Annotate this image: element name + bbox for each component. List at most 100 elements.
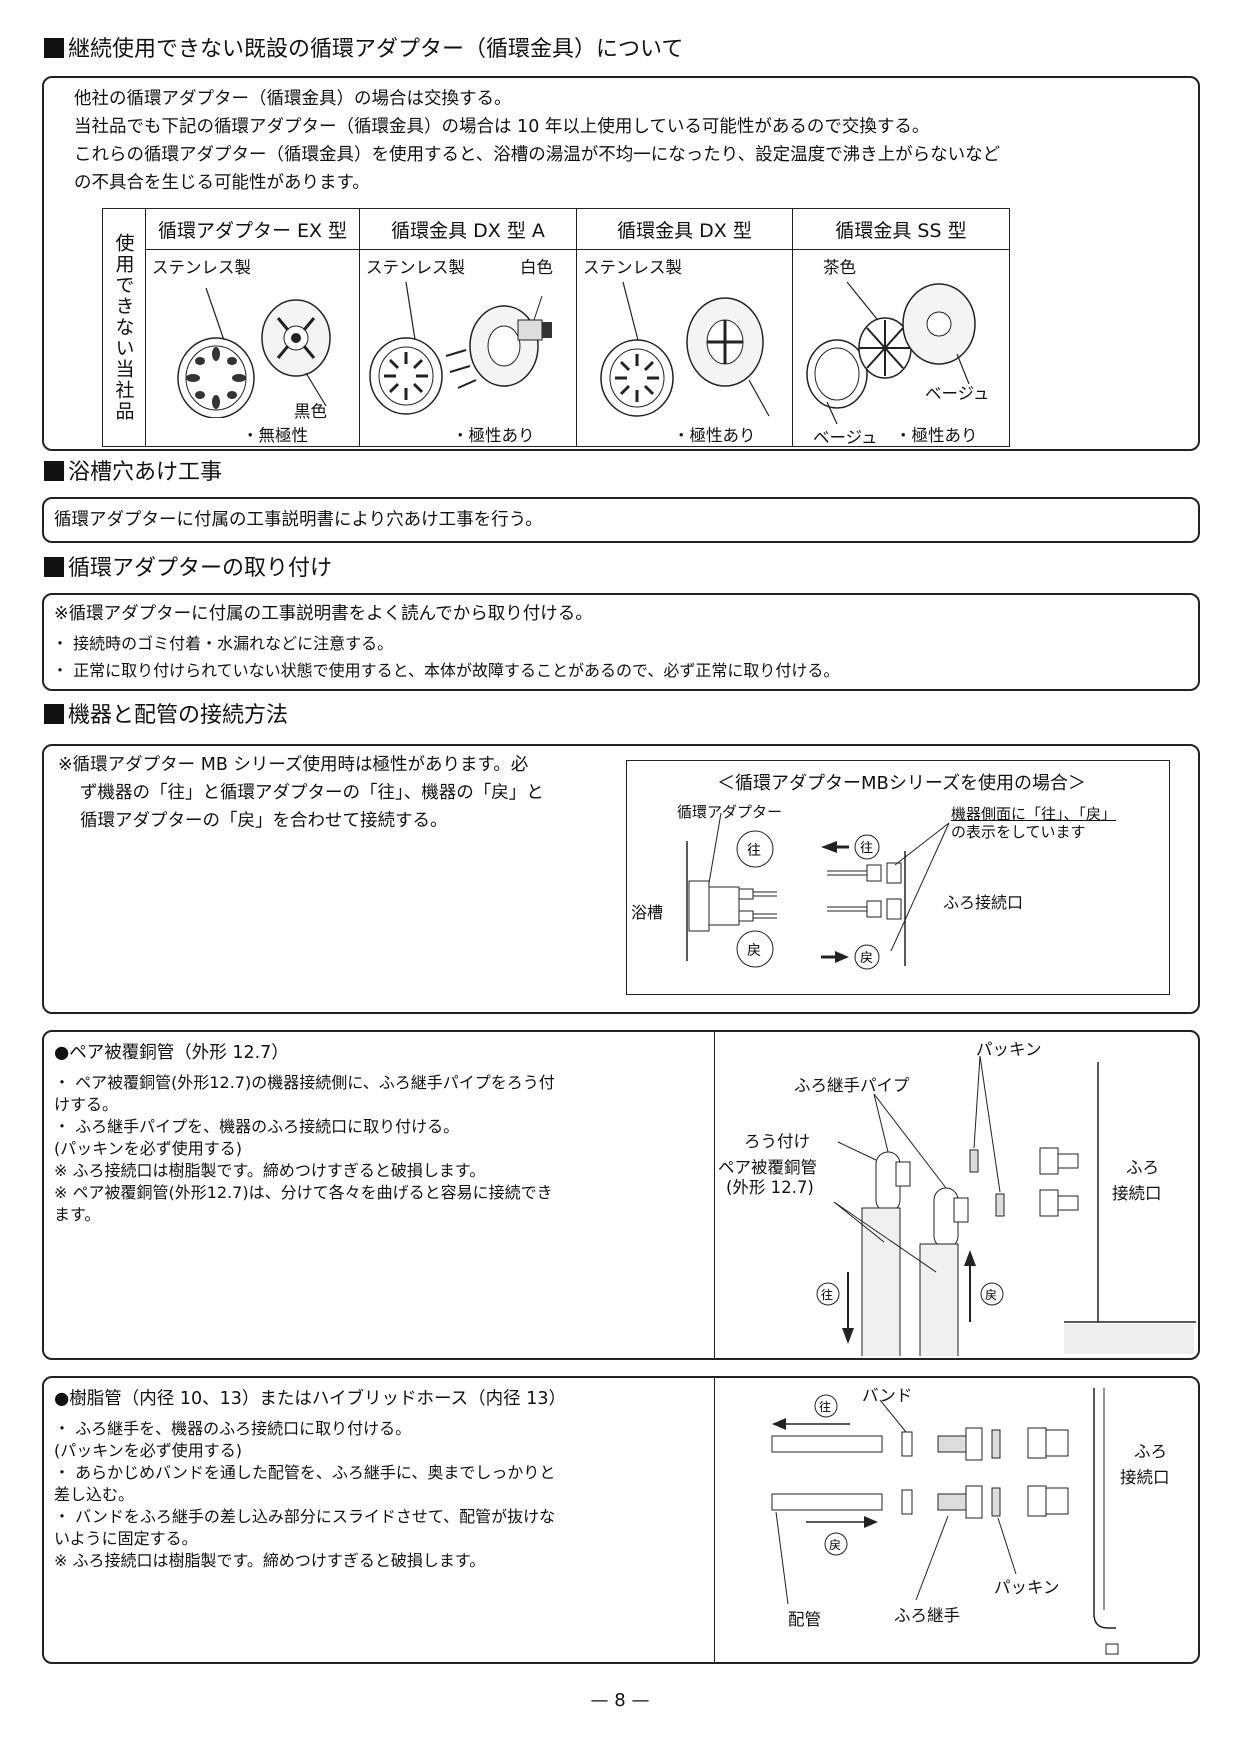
resin-pipe-diagram: バンド ふろ 接続口 パッキン 配管 ふろ継手 往 戻 — [716, 1378, 1198, 1662]
col-header-ss: 循環金具 SS 型 — [792, 208, 1010, 250]
mb-diagram-title: ＜循環アダプターMBシリーズを使用の場合＞ — [717, 773, 1086, 794]
color-label: 黒色 — [294, 402, 327, 421]
port-label: ふろ接続口 — [943, 893, 1024, 912]
dxa-adapter-illustration — [369, 281, 552, 415]
band-label: バンド — [862, 1386, 913, 1405]
square-bullet-icon — [44, 461, 64, 481]
mb-note-line-3: 循環アダプターの「戻」を合わせて接続する。 — [80, 811, 448, 831]
col-header-ex: 循環アダプター EX 型 — [145, 208, 360, 250]
port-label-2: 接続口 — [1112, 1184, 1162, 1203]
adapter-label: 循環アダプター — [677, 803, 783, 821]
resin-line-3: ・ あらかじめバンドを通した配管を、ふろ継手に、奥までしっかりと — [54, 1463, 556, 1482]
row-label: 使用できない当社品 — [102, 208, 146, 447]
color-label-beige-1: ベージュ — [925, 384, 990, 403]
port-label-1: ふろ — [1134, 1442, 1167, 1461]
svg-text:戻: 戻 — [829, 1538, 841, 1552]
col-header-dxa: 循環金具 DX 型 A — [359, 208, 577, 250]
brazing-label: ろう付け — [744, 1132, 810, 1151]
svg-text:戻: 戻 — [860, 951, 873, 966]
pipe-label-2: (外形 12.7) — [726, 1178, 814, 1197]
material-label: ステンレス製 — [583, 258, 682, 277]
material-label: ステンレス製 — [366, 258, 465, 277]
mb-connection-drawing: 往 戻 往 戻 — [686, 812, 950, 970]
joint-label: ふろ継手 — [894, 1606, 960, 1625]
square-bullet-icon — [44, 704, 64, 724]
copper-line-2: けする。 — [54, 1095, 119, 1114]
pipe-label-1: ペア被覆銅管 — [718, 1158, 817, 1177]
unusable-parts-table: 使用できない当社品 循環アダプター EX 型 循環金具 DX 型 A 循環金具 … — [102, 208, 1010, 447]
color-label-beige-2: ベージュ — [813, 428, 878, 447]
resin-line-5: ・ バンドをふろ継手の差し込み部分にスライドさせて、配管が抜けな — [54, 1507, 556, 1526]
col-header-dx: 循環金具 DX 型 — [576, 208, 793, 250]
resin-line-6: いように固定する。 — [54, 1529, 198, 1548]
tub-label: 浴槽 — [631, 903, 664, 922]
part-cell-ex: ステンレス製 黒色 — [145, 249, 360, 447]
copper-line-3: ・ ふろ継手パイプを、機器のふろ接続口に取り付ける。 — [54, 1117, 460, 1136]
resin-pipe-title: ●樹脂管（内径 10、13）またはハイブリッドホース（内径 13） — [54, 1389, 566, 1409]
ss-adapter-illustration — [806, 281, 976, 424]
polarity-label: ・極性あり — [673, 426, 756, 445]
section-heading-drilling: 浴槽穴あけ工事 — [44, 459, 222, 487]
section-heading-connection: 機器と配管の接続方法 — [44, 702, 288, 730]
resin-pipe-box: ●樹脂管（内径 10、13）またはハイブリッドホース（内径 13） ・ ふろ継手… — [42, 1376, 1200, 1664]
part-cell-dx: ステンレス製 ・極性あり — [576, 249, 793, 447]
mb-diagram: ＜循環アダプターMBシリーズを使用の場合＞ 循環アダプター 機器側面に「往」、「… — [626, 760, 1170, 995]
color-label-brown: 茶色 — [823, 258, 856, 277]
connection-box: ※循環アダプター MB シリーズ使用時は極性があります。必 ず機器の「往」と循環… — [42, 744, 1200, 1014]
svg-text:往: 往 — [747, 843, 761, 859]
port-label-1: ふろ — [1126, 1158, 1159, 1177]
copper-line-4: (パッキンを必ず使用する) — [54, 1139, 243, 1158]
page-number: — 8 — — [590, 1690, 650, 1711]
svg-text:往: 往 — [860, 841, 873, 856]
part-cell-ss: 茶色 ベージュ ベージュ ・極性あり — [792, 249, 1010, 447]
drilling-box: 循環アダプターに付属の工事説明書により穴あけ工事を行う。 — [42, 497, 1200, 543]
square-bullet-icon — [44, 38, 64, 58]
polarity-label: ・無極性 — [242, 426, 308, 445]
copper-line-7: ます。 — [54, 1205, 101, 1224]
copper-pipe-title: ●ペア被覆銅管（外形 12.7） — [54, 1043, 289, 1063]
adapter-notice-box: 他社の循環アダプター（循環金具）の場合は交換する。 当社品でも下記の循環アダプタ… — [42, 76, 1200, 451]
mb-note-line-1: ※循環アダプター MB シリーズ使用時は極性があります。必 — [58, 755, 529, 775]
resin-line-1: ・ ふろ継手を、機器のふろ接続口に取り付ける。 — [54, 1419, 412, 1438]
polarity-label: ・極性あり — [452, 426, 535, 445]
side-note-2: の表示をしています — [951, 823, 1086, 841]
svg-text:往: 往 — [819, 1399, 831, 1414]
square-bullet-icon — [44, 557, 64, 577]
resin-line-7: ※ ふろ接続口は樹脂製です。締めつけすぎると破損します。 — [54, 1551, 486, 1570]
copper-line-5: ※ ふろ接続口は樹脂製です。締めつけすぎると破損します。 — [54, 1161, 486, 1180]
copper-line-6: ※ ペア被覆銅管(外形12.7)は、分けて各々を曲げると容易に接続でき — [54, 1183, 553, 1202]
notice-line-4: の不具合を生じる可能性があります。 — [74, 173, 370, 193]
notice-line-1: 他社の循環アダプター（循環金具）の場合は交換する。 — [74, 89, 512, 109]
copper-line-1: ・ ペア被覆銅管(外形12.7)の機器接続側に、ふろ継手パイプをろう付 — [54, 1073, 555, 1092]
copper-pipe-diagram: パッキン ふろ継手パイプ ろう付け ペア被覆銅管 (外形 12.7) ふろ 接続… — [716, 1032, 1198, 1358]
color-label: 白色 — [520, 258, 553, 277]
install-bullet-2: ・ 正常に取り付けられていない状態で使用すると、本体が故障することがあるので、必… — [52, 661, 840, 680]
polarity-label: ・極性あり — [895, 426, 978, 445]
copper-pipe-box: ●ペア被覆銅管（外形 12.7） ・ ペア被覆銅管(外形12.7)の機器接続側に… — [42, 1030, 1200, 1360]
dx-adapter-illustration — [600, 281, 770, 417]
packing-label: パッキン — [976, 1040, 1042, 1059]
joint-pipe-label: ふろ継手パイプ — [794, 1076, 910, 1095]
install-box: ※循環アダプターに付属の工事説明書をよく読んでから取り付ける。 ・ 接続時のゴミ… — [42, 593, 1200, 691]
column-divider — [714, 1032, 715, 1358]
resin-pipe-drawing: 往 戻 — [771, 1388, 1119, 1655]
resin-line-4: 差し込む。 — [54, 1485, 135, 1504]
copper-pipe-drawing: 往 戻 — [816, 1055, 1196, 1356]
svg-text:戻: 戻 — [747, 943, 761, 959]
ex-adapter-illustration — [177, 287, 331, 418]
install-note: ※循環アダプターに付属の工事説明書をよく読んでから取り付ける。 — [54, 604, 593, 624]
resin-line-2: (パッキンを必ず使用する) — [54, 1441, 243, 1460]
drilling-text: 循環アダプターに付属の工事説明書により穴あけ工事を行う。 — [54, 510, 543, 530]
section-heading-adapter: 継続使用できない既設の循環アダプター（循環金具）について — [44, 36, 683, 64]
port-label-2: 接続口 — [1120, 1468, 1170, 1487]
packing-label: パッキン — [994, 1578, 1060, 1597]
column-divider — [714, 1378, 715, 1662]
install-bullet-1: ・ 接続時のゴミ付着・水漏れなどに注意する。 — [52, 634, 394, 653]
side-note-1: 機器側面に「往」、「戻」 — [951, 805, 1117, 823]
mb-note-line-2: ず機器の「往」と循環アダプターの「往」、機器の「戻」と — [80, 783, 544, 803]
svg-text:戻: 戻 — [985, 1288, 997, 1302]
part-cell-dxa: ステンレス製 白色 — [359, 249, 577, 447]
notice-line-3: これらの循環アダプター（循環金具）を使用すると、浴槽の湯温が不均一になったり、設… — [74, 145, 1001, 165]
material-label: ステンレス製 — [152, 258, 251, 277]
svg-text:往: 往 — [821, 1287, 833, 1302]
